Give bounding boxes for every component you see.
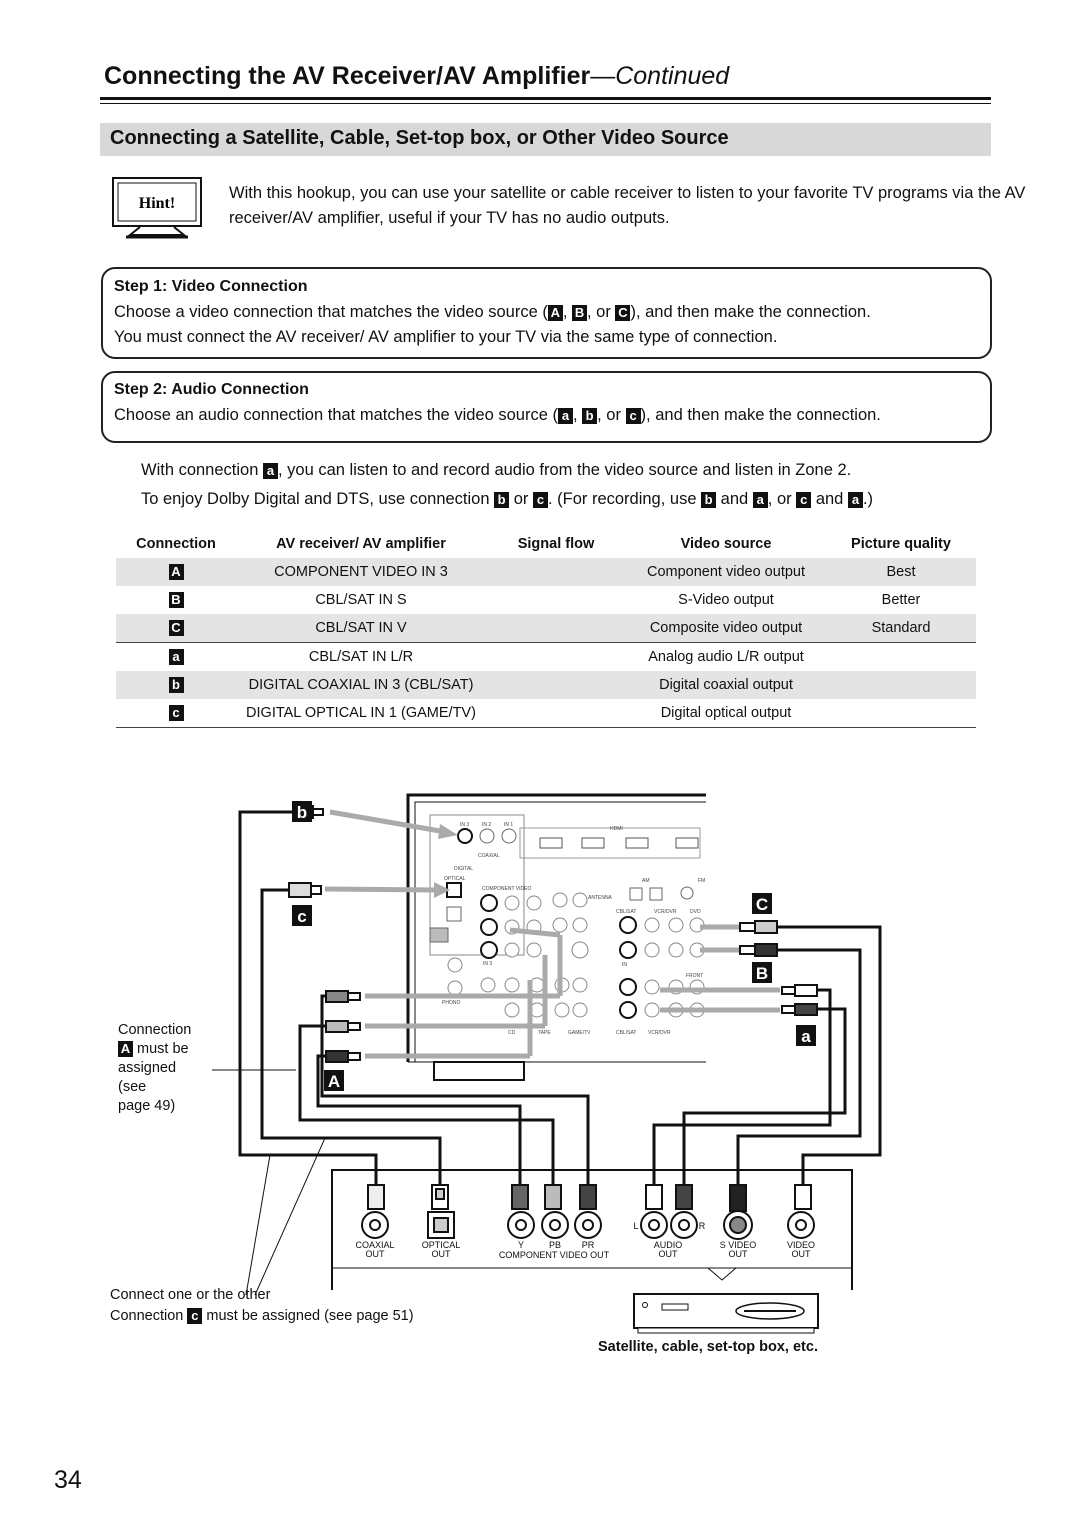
cables bbox=[238, 810, 882, 1185]
svg-text:PB: PB bbox=[549, 1240, 561, 1250]
hint-text: With this hookup, you can use your satel… bbox=[229, 184, 1026, 227]
svg-text:PR: PR bbox=[582, 1240, 595, 1250]
device-caption: Satellite, cable, set-top box, etc. bbox=[598, 1339, 818, 1355]
connection-diagram: IN 3 IN 2 IN 1 COAXIAL DIGITAL OPTICAL C… bbox=[212, 793, 882, 1334]
note-dolby: To enjoy Dolby Digital and DTS, use conn… bbox=[141, 490, 874, 508]
section-heading: Connecting a Satellite, Cable, Set-top b… bbox=[100, 123, 991, 156]
svg-text:VCR/DVR: VCR/DVR bbox=[648, 1030, 671, 1036]
svg-text:a: a bbox=[801, 1027, 811, 1046]
svg-text:FM: FM bbox=[698, 878, 705, 884]
note-connection-c-assigned: Connection c must be assigned (see page … bbox=[110, 1308, 414, 1324]
svg-text:AUDIO: AUDIO bbox=[654, 1240, 683, 1250]
svg-text:Y: Y bbox=[518, 1240, 524, 1250]
svg-text:b: b bbox=[297, 803, 307, 822]
step2-line1: Choose an audio connection that matches … bbox=[114, 406, 881, 424]
svg-text:IN: IN bbox=[622, 962, 627, 968]
step2-box bbox=[101, 371, 992, 443]
svg-text:R: R bbox=[699, 1221, 706, 1231]
note-connect-one: Connect one or the other bbox=[110, 1287, 271, 1303]
svg-text:A: A bbox=[328, 1072, 340, 1091]
title-rule bbox=[100, 97, 991, 100]
svg-text:OUT: OUT bbox=[792, 1249, 812, 1259]
svg-text:CBL/SAT: CBL/SAT bbox=[616, 909, 636, 915]
svg-text:IN 2: IN 2 bbox=[482, 822, 491, 828]
receiver-rear-panel: IN 3 IN 2 IN 1 COAXIAL DIGITAL OPTICAL C… bbox=[406, 793, 706, 1081]
step1-box bbox=[101, 267, 992, 359]
svg-text:C: C bbox=[756, 895, 768, 914]
col-quality: Picture quality bbox=[851, 536, 951, 552]
svg-text:OUT: OUT bbox=[366, 1249, 386, 1259]
svg-text:B: B bbox=[756, 964, 768, 983]
svg-text:COAXIAL: COAXIAL bbox=[355, 1240, 394, 1250]
source-device-panel: COAXIAL OUT OPTICAL OUT Y PB PR COMPONEN… bbox=[331, 1169, 853, 1290]
note-connection-a-assigned: Connection A must be assigned (see page … bbox=[118, 1022, 192, 1114]
svg-text:c: c bbox=[297, 907, 306, 926]
note-zone2: With connection a, you can listen to and… bbox=[141, 461, 852, 479]
svg-text:AM: AM bbox=[642, 878, 650, 884]
step2-heading: Step 2: Audio Connection bbox=[114, 381, 309, 398]
svg-text:VIDEO: VIDEO bbox=[787, 1240, 815, 1250]
settop-box-icon bbox=[633, 1293, 819, 1334]
signal-arrows bbox=[324, 809, 780, 1059]
col-signal: Signal flow bbox=[517, 536, 595, 552]
callout-letters: b c C B a A bbox=[292, 801, 816, 1091]
svg-text:S VIDEO: S VIDEO bbox=[720, 1240, 757, 1250]
svg-text:OUT: OUT bbox=[659, 1249, 679, 1259]
svg-text:VCR/DVR: VCR/DVR bbox=[654, 909, 677, 915]
step1-line1: Choose a video connection that matches t… bbox=[114, 303, 871, 321]
svg-text:DIGITAL: DIGITAL bbox=[454, 866, 473, 872]
svg-text:TAPE: TAPE bbox=[538, 1030, 551, 1036]
badge-A: A bbox=[547, 305, 563, 321]
leader-lines bbox=[212, 1069, 326, 1296]
step1-line2: You must connect the AV receiver/ AV amp… bbox=[114, 328, 778, 346]
svg-text:OUT: OUT bbox=[432, 1249, 452, 1259]
svg-text:IN 3: IN 3 bbox=[483, 961, 492, 967]
svg-text:COMPONENT VIDEO: COMPONENT VIDEO bbox=[482, 886, 531, 892]
svg-text:OPTICAL: OPTICAL bbox=[444, 876, 466, 882]
badge-C: C bbox=[615, 305, 631, 321]
title-rule-thin bbox=[100, 103, 991, 104]
svg-text:IN 3: IN 3 bbox=[460, 822, 469, 828]
col-connection: Connection bbox=[136, 536, 216, 552]
svg-text:HDMI: HDMI bbox=[610, 826, 623, 832]
svg-text:CD: CD bbox=[508, 1030, 516, 1036]
hint-label: Hint! bbox=[139, 195, 175, 212]
step1-heading: Step 1: Video Connection bbox=[114, 278, 308, 295]
badge-B: B bbox=[572, 305, 588, 321]
col-source: Video source bbox=[680, 536, 772, 552]
svg-text:OPTICAL: OPTICAL bbox=[422, 1240, 461, 1250]
page-title: Connecting the AV Receiver/AV Amplifier—… bbox=[104, 62, 730, 90]
connection-table: Connection AV receiver/ AV amplifier Sig… bbox=[116, 530, 976, 728]
svg-text:COMPONENT VIDEO OUT: COMPONENT VIDEO OUT bbox=[499, 1250, 610, 1260]
svg-text:ANTENNA: ANTENNA bbox=[588, 895, 613, 901]
col-receiver: AV receiver/ AV amplifier bbox=[276, 536, 446, 552]
svg-text:CBL/SAT: CBL/SAT bbox=[616, 1030, 636, 1036]
svg-text:L: L bbox=[633, 1221, 638, 1231]
svg-text:GAME/TV: GAME/TV bbox=[568, 1030, 591, 1036]
svg-text:OUT: OUT bbox=[729, 1249, 749, 1259]
svg-text:IN 1: IN 1 bbox=[504, 822, 513, 828]
svg-text:COAXIAL: COAXIAL bbox=[478, 853, 500, 859]
page-number: 34 bbox=[54, 1466, 82, 1494]
svg-text:DVD: DVD bbox=[690, 909, 701, 915]
svg-text:PHONO: PHONO bbox=[442, 1000, 460, 1006]
svg-text:FRONT: FRONT bbox=[686, 973, 703, 979]
hint-tv-icon: Hint! bbox=[112, 177, 202, 239]
